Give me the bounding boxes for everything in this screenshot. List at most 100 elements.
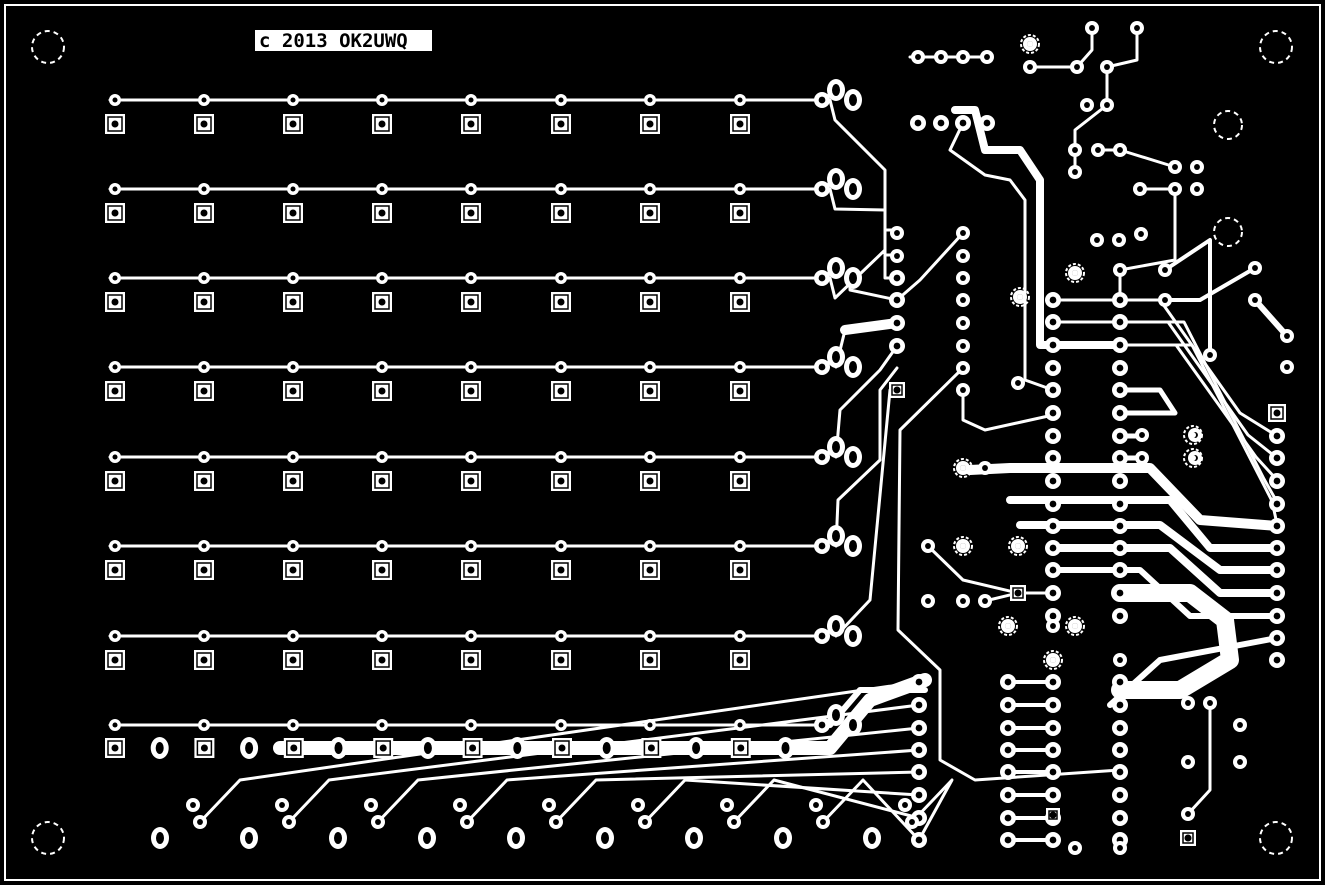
pad-hole — [1116, 341, 1124, 349]
pad-hole — [647, 722, 653, 728]
mounting-hole — [1213, 217, 1243, 247]
pad-hole — [290, 186, 296, 192]
pad-hole — [1116, 814, 1124, 822]
pad-hole — [849, 630, 857, 642]
pad-hole — [983, 119, 991, 127]
pad-hole — [925, 598, 931, 604]
dashed-pad — [1065, 616, 1085, 636]
pad-hole — [334, 832, 342, 844]
pad-hole — [290, 454, 296, 460]
pad-hole — [1004, 814, 1012, 822]
pad-hole — [737, 543, 743, 549]
pad-outline — [642, 383, 658, 399]
pad-hole — [1273, 409, 1281, 417]
pad-hole — [197, 819, 203, 825]
pad-outline — [286, 740, 302, 756]
pad-hole — [378, 298, 386, 306]
mounting-hole — [31, 30, 65, 64]
pad-hole — [902, 802, 908, 808]
pad-hole — [379, 543, 385, 549]
pad-hole — [1273, 522, 1281, 530]
pad-hole — [915, 724, 923, 732]
pad-outline — [642, 473, 658, 489]
pad-outline — [733, 740, 749, 756]
pad-hole — [378, 120, 386, 128]
pad-hole — [832, 709, 840, 721]
pad-outline — [463, 652, 479, 668]
trace — [1111, 584, 1239, 699]
pad-hole — [1162, 297, 1168, 303]
pad-center — [1005, 623, 1011, 629]
pad-hole — [468, 722, 474, 728]
pad-hole — [647, 633, 653, 639]
copyright-label: c 2013 OK2UWQ — [255, 30, 432, 52]
trace — [895, 231, 965, 302]
pad-hole — [893, 296, 901, 304]
pad-hole — [1207, 700, 1213, 706]
pad-hole — [1116, 791, 1124, 799]
pad-hole — [1004, 678, 1012, 686]
pad-hole — [1207, 352, 1213, 358]
pad-hole — [1072, 147, 1078, 153]
pad-hole — [112, 454, 118, 460]
pad-hole — [190, 802, 196, 808]
pad-hole — [290, 633, 296, 639]
pad-hole — [1015, 380, 1021, 386]
pad-hole — [915, 678, 923, 686]
pad-hole — [960, 598, 966, 604]
dashed-pad — [953, 458, 973, 478]
pad-hole — [1116, 678, 1124, 686]
pad-outline — [732, 562, 748, 578]
pad-hole — [820, 819, 826, 825]
pad-hole — [1116, 318, 1124, 326]
pad-hole — [781, 742, 790, 754]
pad-hole — [1049, 522, 1057, 530]
pad-hole — [813, 802, 819, 808]
pad-hole — [1049, 791, 1057, 799]
pad-hole — [1252, 265, 1258, 271]
trace — [287, 703, 921, 824]
pad-hole — [289, 656, 297, 664]
pad-hole — [736, 477, 744, 485]
pad-outline — [196, 562, 212, 578]
pad-hole — [925, 543, 931, 549]
pad-hole — [1273, 589, 1281, 597]
pad-outline — [642, 562, 658, 578]
pad-hole — [557, 656, 565, 664]
pad-hole — [736, 209, 744, 217]
pad-hole — [893, 342, 901, 350]
pad-hole — [368, 802, 374, 808]
pad-hole — [982, 598, 988, 604]
pad-center — [1190, 432, 1196, 438]
pad-hole — [467, 120, 475, 128]
pad-center — [1027, 41, 1033, 47]
pad-hole — [286, 819, 292, 825]
pad-hole — [201, 186, 207, 192]
pad-hole — [1117, 657, 1123, 663]
pad-hole — [736, 387, 744, 395]
pad-hole — [1185, 759, 1191, 765]
dashed-pad — [998, 616, 1018, 636]
pad-hole — [289, 387, 297, 395]
pad-hole — [1014, 589, 1022, 597]
pad-hole — [894, 230, 900, 236]
pad-hole — [818, 185, 826, 193]
pad-hole — [893, 319, 901, 327]
pad-hole — [558, 744, 566, 752]
pad-outline — [196, 294, 212, 310]
mounting-holes — [31, 30, 1293, 855]
pad-hole — [1116, 477, 1124, 485]
pad-hole — [1094, 237, 1100, 243]
pad-outline — [732, 205, 748, 221]
pad-hole — [1049, 477, 1057, 485]
trace — [1118, 343, 1279, 526]
pad-hole — [200, 566, 208, 574]
pad-hole — [1117, 845, 1123, 851]
pad-hole — [1184, 834, 1192, 842]
pad-hole — [1084, 102, 1090, 108]
pad-hole — [1252, 297, 1258, 303]
pad-hole — [379, 364, 385, 370]
pad-hole — [647, 454, 653, 460]
mounting-hole — [31, 821, 65, 855]
dashed-pad — [1183, 448, 1203, 468]
